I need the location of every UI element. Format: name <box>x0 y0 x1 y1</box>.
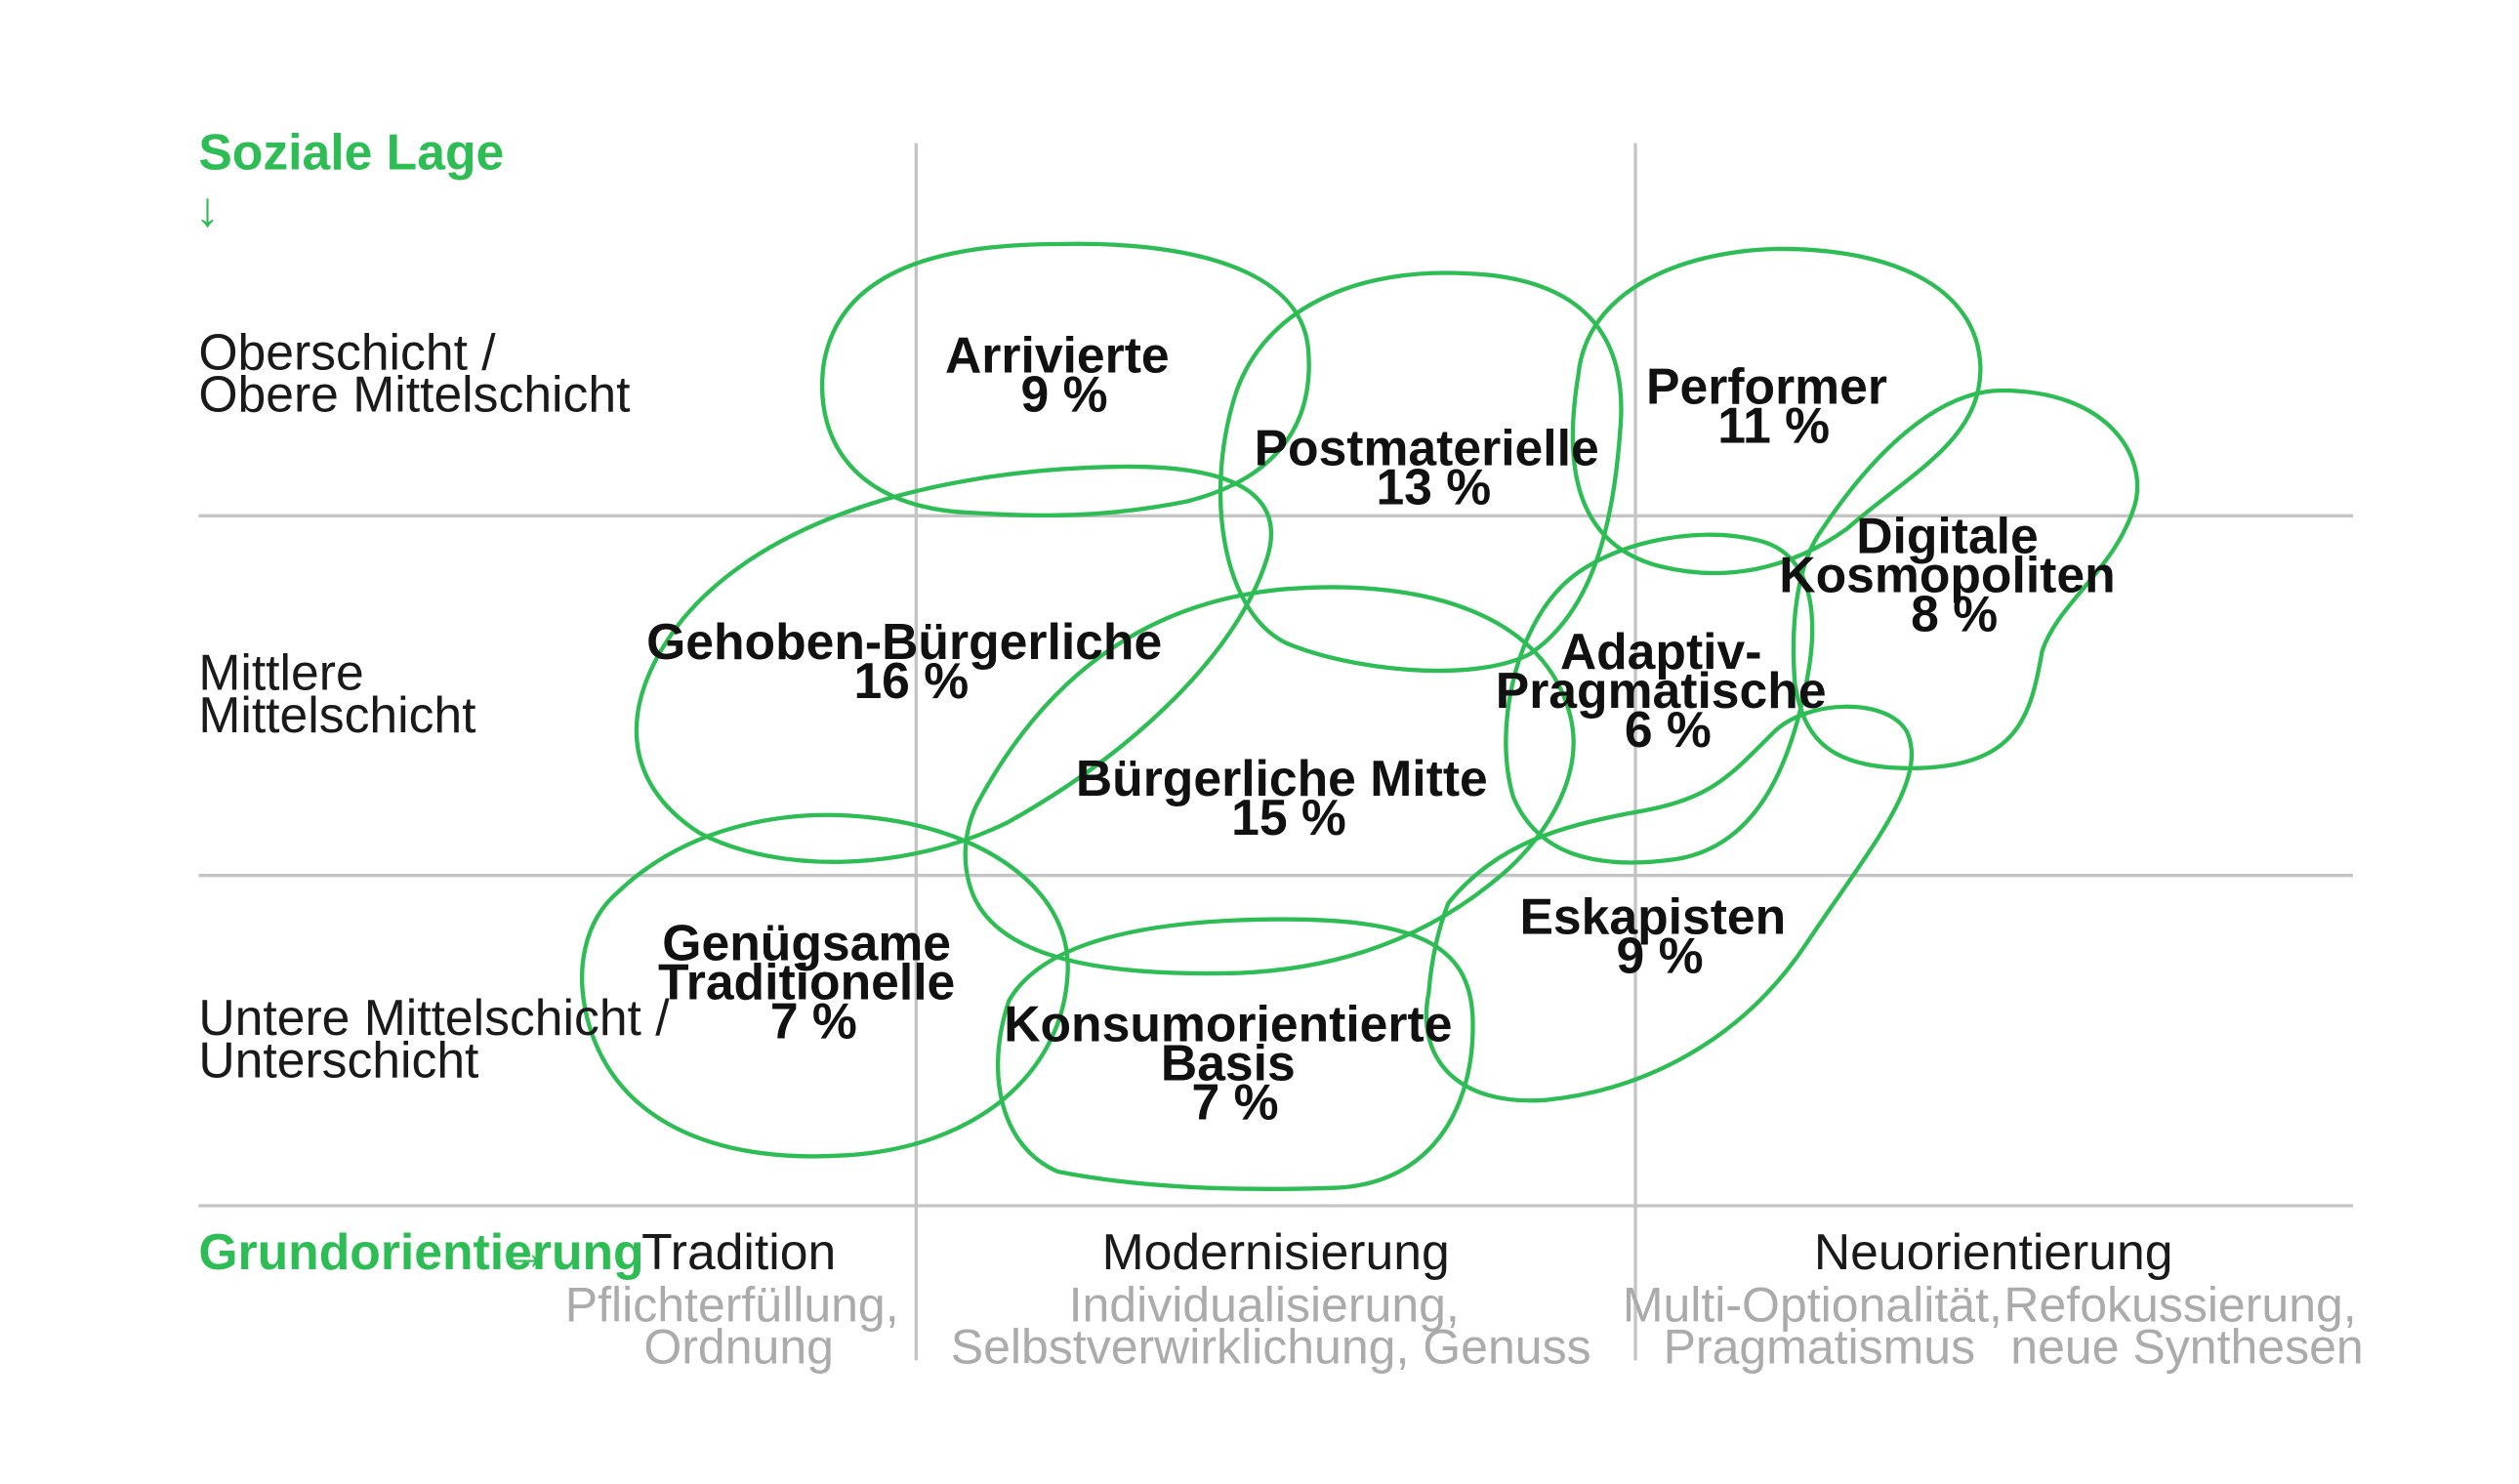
row-label-lower-line2: Unterschicht <box>198 1031 478 1088</box>
blob-digitale-kosmopoliten <box>1791 388 2140 770</box>
segment-digitale-kosmopoliten: Digitale Kosmopoliten 8 % <box>1779 508 2129 642</box>
column-sub-neuorientierung-b: Refokussierung, neue Synthesen <box>2003 1277 2370 1374</box>
column-sub-neuorientierung-a-line1: Multi-Optionalität, <box>1623 1277 2003 1332</box>
y-axis-title: Soziale Lage <box>198 123 504 180</box>
segment-performer-name: Performer <box>1646 357 1887 414</box>
segment-gehoben-buergerliche-share: 16 % <box>853 652 969 709</box>
segment-buergerliche-mitte-share: 15 % <box>1231 789 1346 845</box>
segment-adaptiv-pragmatische-name1: Adaptiv- <box>1560 623 1762 680</box>
segment-postmaterielle: Postmaterielle 13 % <box>1255 420 1614 515</box>
segment-buergerliche-mitte: Bürgerliche Mitte 15 % <box>1076 750 1502 845</box>
segment-buergerliche-mitte-name: Bürgerliche Mitte <box>1076 750 1488 806</box>
segment-digitale-kosmopoliten-name2: Kosmopoliten <box>1779 547 2115 603</box>
blob-buergerliche-mitte <box>963 585 1576 976</box>
segment-postmaterielle-share: 13 % <box>1376 459 1491 515</box>
segment-postmaterielle-name: Postmaterielle <box>1255 420 1599 476</box>
blob-genuegsame-traditionelle <box>580 812 1070 1159</box>
x-axis-header: Grundorientierung → <box>198 1223 643 1280</box>
row-label-middle-line2: Mittelschicht <box>198 686 475 743</box>
y-axis-header: Soziale Lage ↓ <box>195 123 504 236</box>
segment-performer-share: 11 % <box>1717 396 1830 453</box>
segment-gehoben-buergerliche-name: Gehoben-Bürgerliche <box>646 613 1162 670</box>
column-sub-neuorientierung-a: Multi-Optionalität, Pragmatismus <box>1623 1277 2016 1374</box>
arrow-right-icon: → <box>501 1225 550 1280</box>
column-sub-neuorientierung-b-line2: neue Synthesen <box>2010 1320 2363 1375</box>
column-sub-tradition-line2: Ordnung <box>643 1320 834 1375</box>
column-sub-modernisierung-line1: Individualisierung, <box>1069 1277 1460 1332</box>
row-label-lower-line1: Untere Mittelschicht / <box>198 989 670 1046</box>
column-head-tradition: Tradition <box>641 1223 836 1280</box>
x-axis-title: Grundorientierung <box>198 1223 643 1280</box>
row-label-upper-line2: Obere Mittelschicht <box>198 366 630 423</box>
blob-gehoben-buergerliche <box>634 464 1274 864</box>
column-sub-modernisierung-line2: Selbstverwirklichung, Genuss <box>951 1320 1591 1375</box>
row-label-middle-line1: Mittlere <box>198 644 363 701</box>
segment-arrivierte: Arrivierte 9 % <box>945 327 1183 423</box>
column-head-modernisierung: Modernisierung <box>1102 1223 1450 1280</box>
segment-konsumorientierte-basis-name1: Konsumorientierte <box>1004 996 1452 1052</box>
segment-blobs <box>580 241 2140 1191</box>
segment-genuegsame-traditionelle: Genügsame Traditionelle 7 % <box>658 914 970 1049</box>
blob-adaptiv-pragmatische <box>1504 532 1815 865</box>
segment-konsumorientierte-basis: Konsumorientierte Basis 7 % <box>1004 996 1466 1131</box>
segment-genuegsame-traditionelle-name2: Traditionelle <box>658 953 955 1010</box>
row-labels: Oberschicht / Obere Mittelschicht Mittle… <box>198 323 683 1088</box>
segment-genuegsame-traditionelle-name1: Genügsame <box>662 914 951 970</box>
column-sub-neuorientierung-a-line2: Pragmatismus <box>1664 1320 1976 1375</box>
segment-eskapisten: Eskapisten 9 % <box>1519 888 1799 984</box>
segment-adaptiv-pragmatische-name2: Pragmatische <box>1496 662 1827 719</box>
blob-eskapisten <box>1424 704 1914 1103</box>
segment-labels: Arrivierte 9 % Postmaterielle 13 % Perfo… <box>646 327 2129 1131</box>
segment-genuegsame-traditionelle-share: 7 % <box>770 992 857 1049</box>
segment-arrivierte-share: 9 % <box>1020 366 1107 423</box>
row-label-upper-line1: Oberschicht / <box>198 323 496 380</box>
column-sub-modernisierung: Individualisierung, Selbstverwirklichung… <box>951 1277 1591 1374</box>
blob-performer <box>1570 246 1983 576</box>
grid-lines <box>198 143 2353 1361</box>
segment-adaptiv-pragmatische-share: 6 % <box>1625 701 1712 758</box>
arrow-down-icon: ↓ <box>195 183 220 237</box>
segment-konsumorientierte-basis-share: 7 % <box>1191 1074 1278 1131</box>
segment-adaptiv-pragmatische: Adaptiv- Pragmatische 6 % <box>1496 623 1840 758</box>
blob-arrivierte <box>820 241 1311 518</box>
row-label-upper: Oberschicht / Obere Mittelschicht <box>198 323 630 422</box>
column-sub-tradition: Pflichterfüllung, Ordnung <box>565 1277 913 1374</box>
segment-digitale-kosmopoliten-name1: Digitale <box>1856 508 2039 564</box>
segment-arrivierte-name: Arrivierte <box>945 327 1170 384</box>
row-label-lower: Untere Mittelschicht / Unterschicht <box>198 989 683 1088</box>
column-sub-neuorientierung-b-line1: Refokussierung, <box>2003 1277 2356 1332</box>
segment-konsumorientierte-basis-name2: Basis <box>1161 1035 1296 1092</box>
segment-eskapisten-name: Eskapisten <box>1519 888 1786 945</box>
column-head-neuorientierung: Neuorientierung <box>1814 1223 2173 1280</box>
segment-eskapisten-share: 9 % <box>1616 928 1703 984</box>
segment-gehoben-buergerliche: Gehoben-Bürgerliche 16 % <box>646 613 1176 709</box>
segment-digitale-kosmopoliten-share: 8 % <box>1911 586 1998 642</box>
column-sub-tradition-line1: Pflichterfüllung, <box>565 1277 899 1332</box>
segment-performer: Performer 11 % <box>1646 357 1901 453</box>
column-labels: Tradition Pflichterfüllung, Ordnung Mode… <box>565 1223 2370 1375</box>
row-label-middle: Mittlere Mittelschicht <box>198 644 475 743</box>
blob-konsumorientierte-basis <box>996 917 1475 1191</box>
